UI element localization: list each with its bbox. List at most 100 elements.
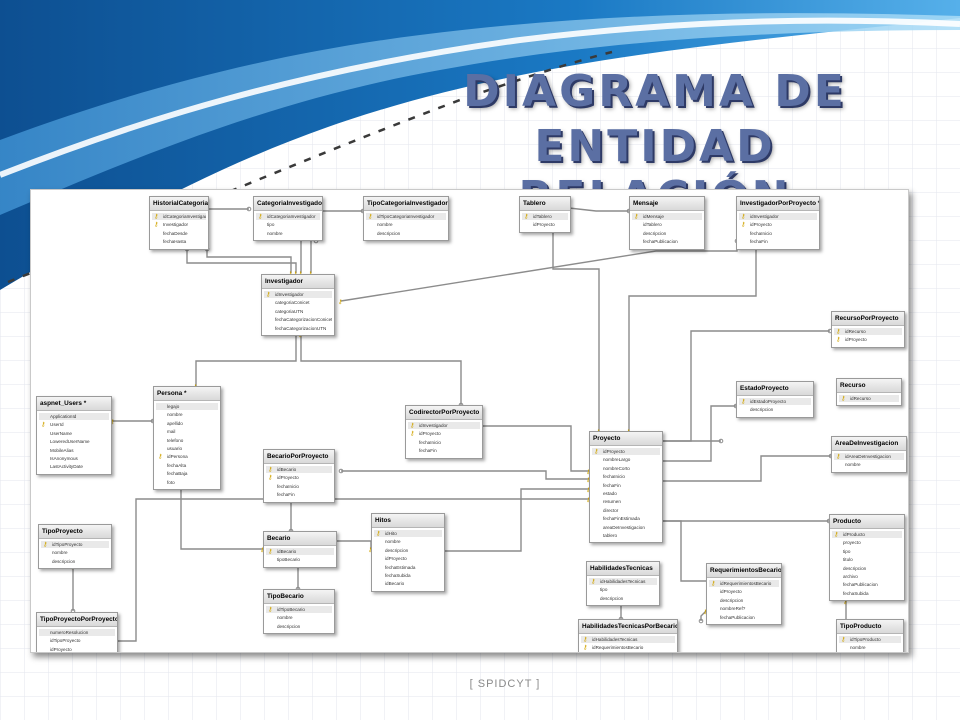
key-icon: ⚷ [268,607,273,613]
entity-field: UserName [39,430,109,438]
entity-field: ⚷idBecario [266,466,332,474]
entity-title: Tablero [520,197,570,211]
entity-tipo-categoria-investigador[interactable]: TipoCategoriaInvestigador⚷idTipoCategori… [363,196,449,242]
field-name: fechaSubida [843,590,869,596]
entity-categoria-investigador[interactable]: CategoriaInvestigador⚷idCategoriaInvesti… [253,196,323,242]
entity-title: TipoCategoriaInvestigador [364,197,448,211]
entity-field: ⚷idRequerimientosBecario [581,644,675,652]
entity-field: tipo [256,221,320,229]
field-name: nombre [277,615,293,621]
field-name: idEstadoProyecto [750,399,787,404]
entity-field: nombre [839,644,901,652]
entity-title: RecursoPorProyecto [832,312,904,326]
entity-field: fechaFin [592,482,660,490]
entity-field: nombre [366,221,446,229]
entity-historial-categoria[interactable]: HistorialCategoria ⚷ idCategoriaInvestigad… [149,196,209,250]
entity-field: foto [156,479,218,487]
entity-habilidades-tecnicas-por-becario[interactable]: HabilidadesTecnicasPorBecario⚷idHabilida… [578,619,678,652]
key-icon: ⚷ [591,579,596,585]
entity-habilidades-tecnicas[interactable]: HabilidadesTecnicas⚷idHabilidadesTecnica… [586,561,660,607]
field-name: idProyecto [533,222,555,228]
entity-field: ⚷idCategoriaInvestigador [256,213,320,221]
entity-field: ⚷idTipoProyecto [41,541,109,549]
entity-field: tablero [592,532,660,540]
entity-field: fechaFin [266,491,332,499]
key-icon: ⚷ [836,329,841,335]
field-name: categoriaUTN [275,308,304,314]
entity-title: TipoProducto [837,620,903,634]
field-name: nombre [377,222,393,228]
entity-field: nombre [834,461,904,469]
entity-recurso[interactable]: Recurso⚷idRecurso [836,378,902,407]
field-name: descripcion [720,597,744,603]
entity-field: fechaEstimada [374,564,442,572]
field-name: fechaInicio [750,230,772,236]
field-name: areaDeInvestigacion [603,524,645,530]
entity-title: Proyecto [590,432,662,446]
field-name: fechaEstimada [385,564,416,570]
field-name: nombre [167,412,183,418]
entity-field: ⚷idAreaDeInvestigacion [834,453,904,461]
one-end-key-icon: ⚷ [586,477,590,484]
relationship-line [628,241,757,431]
field-name: descripcion [843,565,867,571]
entity-investigador-por-proyecto[interactable]: InvestigadorPorProyecto *⚷idInvestigador… [736,196,820,250]
entity-field-list: ⚷idRecurso⚷idProyecto [832,326,904,347]
entity-field: descripcion [709,597,779,605]
entity-field: legajo [156,403,218,411]
field-name: fechaPublicacion [720,614,755,620]
field-name: archivo [843,573,858,579]
field-name: idCategoriaInvestigador [163,214,206,219]
field-name: idPersona [167,454,188,460]
field-name: LoweredUserName [50,439,90,445]
field-name: idTipoProyecto [50,638,81,644]
entity-codirector-por-proyecto[interactable]: CodirectorPorProyecto⚷idInvestigador⚷idP… [405,405,483,459]
field-name: descripcion [52,558,76,564]
key-icon: ⚷ [836,454,841,460]
entity-field: nombreLargo [592,456,660,464]
field-name: foto [167,479,175,485]
entity-recurso-por-proyecto[interactable]: RecursoPorProyecto⚷idRecurso⚷idProyecto [831,311,905,348]
key-icon: ⚷ [154,222,159,229]
entity-field-list: ⚷idRecurso [837,393,901,405]
entity-requerimientos-becario[interactable]: RequerimientosBecario⚷idRequerimientosBe… [706,563,782,625]
field-name: idCategoriaInvestigador [267,214,316,219]
key-icon: ⚷ [410,431,415,438]
entity-area-investigacion[interactable]: AreaDeInvestigacion⚷idAreaDeInvestigacio… [831,436,907,473]
relationship-line [186,249,297,273]
field-name: tipoBecario [277,557,300,563]
relationship-line [661,520,713,582]
entity-title: HistorialCategoria [150,197,208,211]
relationship-line [341,470,589,480]
relationship-line [340,241,738,302]
entity-field-list: ⚷idCategoriaInvestigador⚷Investigadorfec… [150,211,208,249]
field-name: LastActivityDate [50,464,83,470]
entity-title: Mensaje [630,197,704,211]
entity-field: fechaFin [408,447,480,455]
entity-field: ⚷idRecurso [839,395,899,403]
entity-field: fechaSubida [374,572,442,580]
entity-title: TipoProyecto [39,525,111,539]
entity-field: descripcion [832,565,902,573]
